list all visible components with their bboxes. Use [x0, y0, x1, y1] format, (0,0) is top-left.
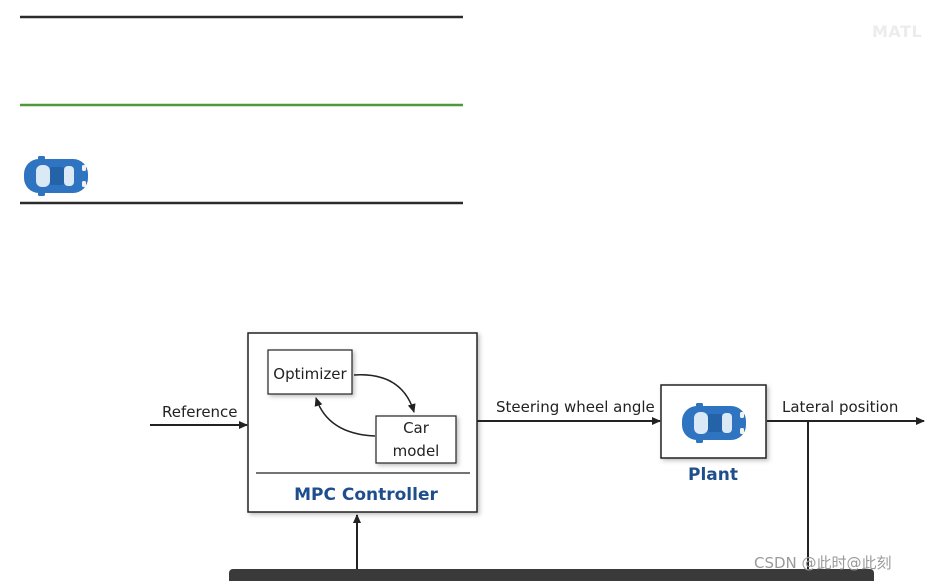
optimizer-to-model-arrow [353, 374, 416, 413]
plant-car-icon [682, 403, 746, 443]
car-model-label-line2: model [393, 442, 440, 460]
road-car-icon [24, 156, 88, 196]
watermark-top: MATL [872, 22, 923, 41]
lateral-label: Lateral position [782, 398, 898, 416]
optimizer-box [267, 349, 353, 395]
car-model-box [375, 415, 457, 464]
steering-label: Steering wheel angle [496, 398, 655, 416]
model-to-optimizer-arrow [314, 397, 376, 437]
watermark-bottom: CSDN @此时@此刻 [754, 554, 892, 572]
controller-title: MPC Controller [294, 485, 438, 505]
plant-label: Plant [688, 465, 738, 485]
bottom-bar [229, 569, 874, 581]
optimizer-label: Optimizer [273, 365, 347, 383]
reference-label: Reference [162, 403, 238, 421]
car-model-label-line1: Car [403, 419, 430, 437]
